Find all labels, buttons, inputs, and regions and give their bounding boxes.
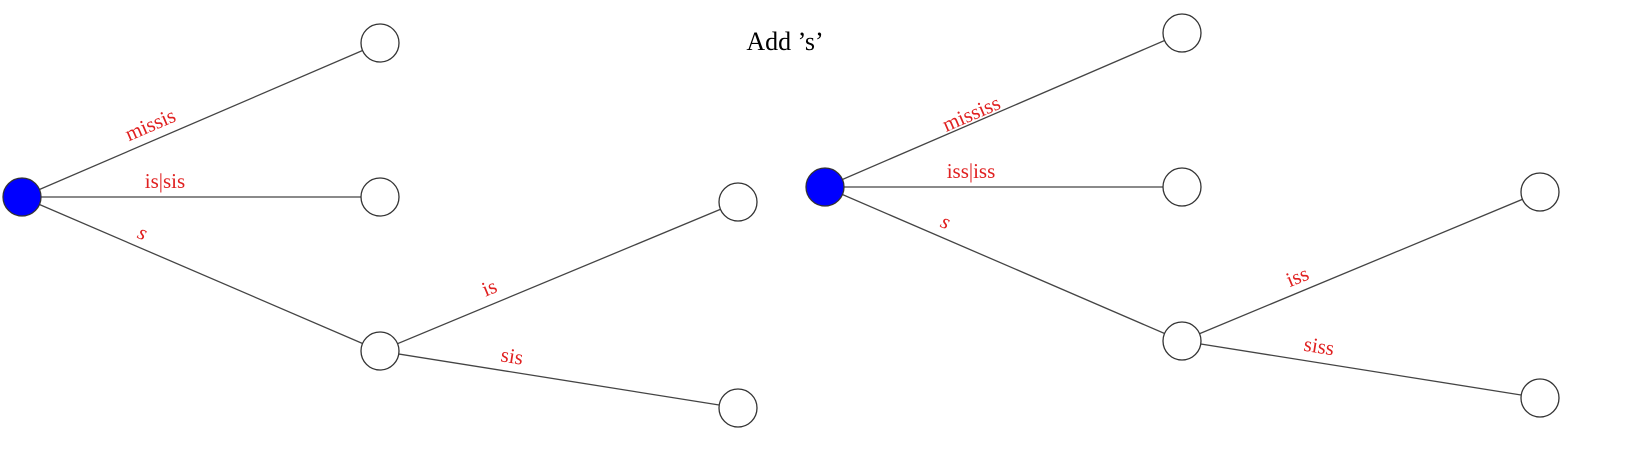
edge-label: missis	[121, 103, 179, 146]
internal-node	[1162, 321, 1202, 361]
edge-root-to-internal	[824, 186, 1183, 342]
root-node	[2, 177, 42, 217]
edge-label: s	[134, 220, 151, 245]
edge-label: sis	[499, 342, 525, 369]
edge-label: siss	[1302, 332, 1336, 360]
leaf-node	[1162, 13, 1202, 53]
edge-root-to-leaf1	[824, 32, 1183, 188]
leaf-node	[718, 182, 758, 222]
edge-root-to-leaf1	[21, 42, 381, 198]
edge-label: is	[478, 274, 500, 302]
edge-root-to-internal	[21, 196, 381, 352]
leaf-node	[360, 23, 400, 63]
edge-internal-to-leaf3	[1181, 191, 1541, 342]
edge-internal-to-leaf3	[379, 201, 739, 352]
diagram-title: Add ’s’	[746, 27, 823, 56]
edge-label: s	[937, 209, 954, 234]
root-node	[805, 167, 845, 207]
edge-label: is|sis	[145, 169, 185, 193]
edge-label: iss	[1282, 261, 1312, 292]
leaf-node	[360, 177, 400, 217]
leaf-node	[1520, 172, 1560, 212]
internal-node	[360, 331, 400, 371]
edge-internal-to-leaf4	[379, 350, 739, 409]
edge-label: iss|iss	[947, 159, 996, 183]
edge-label: mississ	[939, 91, 1004, 137]
leaf-node	[1162, 167, 1202, 207]
edge-internal-to-leaf4	[1181, 340, 1541, 399]
leaf-node	[718, 388, 758, 428]
leaf-node	[1520, 378, 1560, 418]
